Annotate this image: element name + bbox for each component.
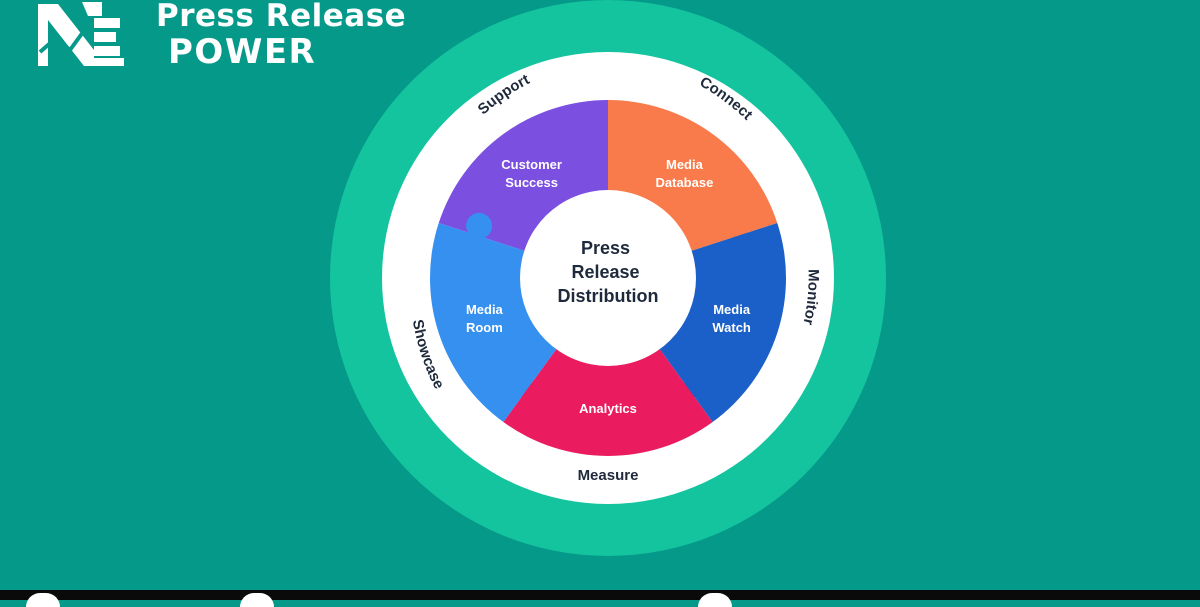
- bottom-circle-icon: [26, 593, 60, 607]
- ring-label-monitor: Monitor: [799, 269, 821, 327]
- segment-label-line: Analytics: [579, 401, 637, 416]
- segment-analytics: [503, 342, 713, 456]
- segment-label-line: Media: [466, 302, 504, 317]
- bottom-circle-icon: [240, 593, 274, 607]
- center-label-line1: Press: [581, 238, 630, 258]
- segment-label-line: Watch: [712, 320, 751, 335]
- segment-label-analytics: Analytics: [579, 401, 637, 416]
- segment-label-line: Success: [505, 175, 558, 190]
- center-label-line2: Release: [571, 262, 639, 282]
- segment-media-watch: [655, 222, 786, 423]
- segment-media-room: [430, 222, 561, 423]
- segment-label-line: Room: [466, 320, 503, 335]
- center-label-line3: Distribution: [558, 286, 659, 306]
- globe-icon: [698, 593, 732, 607]
- logo-text-line1: Press Release: [156, 0, 407, 34]
- logo-mark-icon: [38, 2, 124, 66]
- brand-logo[interactable]: Press Release POWER: [36, 0, 406, 82]
- segment-label-line: Media: [666, 157, 704, 172]
- segment-label-line: Database: [656, 175, 714, 190]
- segment-label-line: Media: [713, 302, 751, 317]
- puzzle-knob-media-room: [466, 212, 493, 239]
- logo-text-line2: POWER: [168, 32, 317, 72]
- bottom-bar: [0, 590, 1200, 607]
- segment-media-database: [608, 100, 778, 254]
- center-label: Press Release Distribution: [558, 238, 659, 306]
- ring-label-measure: Measure: [578, 467, 639, 484]
- segment-label-line: Customer: [501, 157, 562, 172]
- center-circle: [520, 190, 696, 366]
